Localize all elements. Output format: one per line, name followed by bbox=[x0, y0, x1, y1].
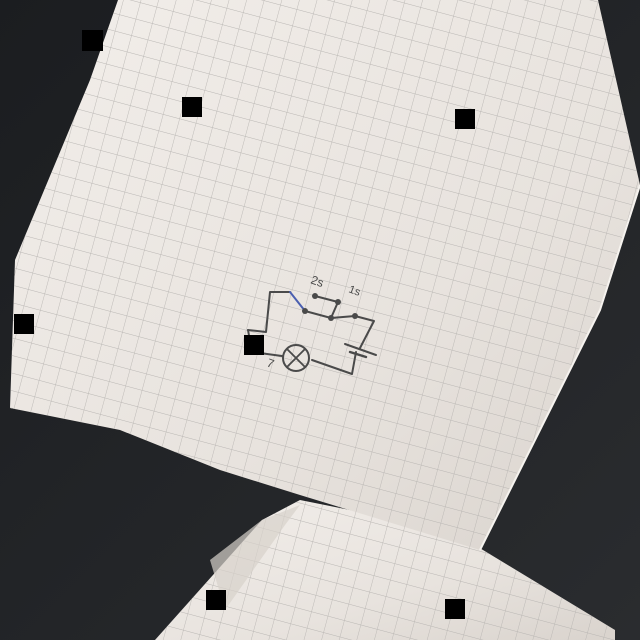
circuit-wire-left bbox=[247, 291, 291, 333]
marker-square bbox=[82, 30, 103, 51]
marker-square bbox=[244, 335, 264, 355]
marker-square bbox=[182, 97, 202, 117]
lamp-circle bbox=[282, 344, 310, 372]
junction-dot bbox=[328, 315, 334, 321]
switch-blade-blue bbox=[289, 291, 306, 312]
circuit-wire-right bbox=[354, 315, 375, 349]
junction-dot bbox=[312, 293, 318, 299]
circuit-wire-lamp-right bbox=[311, 351, 357, 375]
sketch-label-right: 1s bbox=[347, 284, 362, 299]
sketch-label-top: 2s bbox=[309, 273, 326, 290]
marker-square bbox=[14, 314, 34, 334]
battery-long-plate bbox=[344, 343, 377, 356]
sketch-label-lamp: 7 bbox=[265, 356, 276, 372]
main-paper-sheet bbox=[10, 0, 640, 551]
junction-dot bbox=[335, 299, 341, 305]
marker-square bbox=[206, 590, 226, 610]
battery-short-plate bbox=[348, 350, 368, 359]
lower-paper-sheet bbox=[155, 500, 615, 640]
junction-dot bbox=[302, 308, 308, 314]
marker-square bbox=[445, 599, 465, 619]
marker-square bbox=[455, 109, 475, 129]
lamp-cross bbox=[286, 348, 306, 368]
junction-dot bbox=[352, 313, 358, 319]
switch-top-wire bbox=[314, 295, 339, 303]
